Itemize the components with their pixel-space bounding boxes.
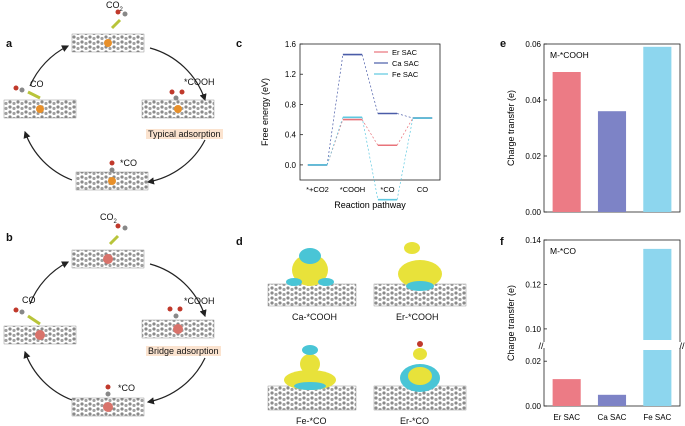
bar xyxy=(643,46,672,212)
cycle-b-cooh-label: *COOH xyxy=(184,296,215,306)
axis-break-gap xyxy=(540,342,684,348)
bar xyxy=(597,394,627,406)
cycle-b-co-star-label: *CO xyxy=(118,383,136,393)
series-connector xyxy=(326,54,344,165)
legend-entry: Ca SAC xyxy=(392,59,420,68)
x-axis-label: Reaction pathway xyxy=(334,200,406,210)
bar xyxy=(552,72,581,212)
x-tick-label: Er SAC xyxy=(553,413,580,422)
x-tick-label: Ca SAC xyxy=(598,413,627,422)
y-tick-label: 0.14 xyxy=(525,236,541,245)
series-connector xyxy=(396,117,414,200)
charge-label-er-co: Er-*CO xyxy=(400,416,429,426)
y-tick-label: 1.6 xyxy=(285,40,297,49)
y-tick-label: 0.8 xyxy=(285,100,297,109)
cycle-a-cooh-label: *COOH xyxy=(184,77,215,87)
y-axis-label: Charge transfer (e) xyxy=(506,90,516,166)
series-connector xyxy=(361,119,379,146)
legend-entry: Fe SAC xyxy=(392,70,419,79)
cycle-b-co2-label: CO2 xyxy=(100,212,117,225)
panel-label-a: a xyxy=(6,38,13,50)
series-connector xyxy=(326,119,344,166)
y-tick-label: 0.02 xyxy=(525,357,541,366)
cycle-b-mode-label: Bridge adsorption xyxy=(146,346,221,356)
charge-label-er-cooh: Er-*COOH xyxy=(396,312,439,322)
legend-entry: Er SAC xyxy=(392,48,418,57)
metal-atoms xyxy=(35,254,183,412)
y-tick-label: 0.12 xyxy=(525,280,541,289)
axis-break-mark: // xyxy=(538,341,544,351)
bar xyxy=(643,248,672,340)
charge-density-images xyxy=(267,242,467,411)
charge-label-fe-co: Fe-*CO xyxy=(296,416,327,426)
charge-density-ca-cooh xyxy=(267,248,357,307)
y-tick-label: 0.00 xyxy=(525,208,541,217)
charge-density-er-co xyxy=(373,341,467,411)
y-tick-label: 0.02 xyxy=(525,152,541,161)
y-tick-label: 0.4 xyxy=(285,131,297,140)
panel-label-b: b xyxy=(6,232,13,244)
catalytic-cycle-a xyxy=(3,9,215,191)
x-tick-label: Fe SAC xyxy=(643,413,671,422)
x-tick-label: *COOH xyxy=(340,185,365,194)
metal-atoms xyxy=(36,39,182,185)
cycle-b-co-label: CO xyxy=(22,295,36,305)
plot-frame xyxy=(299,43,441,181)
axis-break-mark: // xyxy=(679,341,685,351)
y-tick-label: 1.2 xyxy=(285,70,297,79)
bar xyxy=(597,111,627,212)
series-connector xyxy=(397,113,413,119)
y-tick-label: 0.00 xyxy=(525,402,541,411)
y-tick-label: 0.0 xyxy=(285,161,297,170)
cycle-a-mode-label: Typical adsorption xyxy=(146,129,223,139)
charge-density-er-cooh xyxy=(373,242,467,307)
series-connector xyxy=(361,117,379,200)
cycle-a-co-star-label: *CO xyxy=(120,158,138,168)
x-tick-label: CO xyxy=(417,185,428,194)
cycle-a-co-label: CO xyxy=(30,79,44,89)
y-tick-label: 0.06 xyxy=(525,40,541,49)
panel-label-c: c xyxy=(236,38,243,50)
bar xyxy=(643,350,672,406)
panel-label-d: d xyxy=(236,236,243,248)
y-axis-label: Free energy (eV) xyxy=(260,78,270,146)
chart-title: M-*COOH xyxy=(550,50,589,60)
series-connector xyxy=(326,117,344,165)
y-tick-label: 0.04 xyxy=(525,96,541,105)
charge-density-fe-co xyxy=(267,345,357,411)
series-connector xyxy=(396,117,414,146)
bar xyxy=(552,379,581,406)
x-tick-label: *CO xyxy=(380,185,394,194)
cycle-a-co2-label: CO2 xyxy=(106,0,123,13)
catalytic-cycle-b xyxy=(3,223,215,417)
x-tick-label: *+CO2 xyxy=(306,185,329,194)
panel-label-f: f xyxy=(500,236,504,248)
panel-label-e: e xyxy=(500,38,507,50)
chart-title: M-*CO xyxy=(550,246,576,256)
y-tick-label: 0.10 xyxy=(525,325,541,334)
y-axis-label: Charge transfer (e) xyxy=(506,285,516,361)
charge-label-ca-cooh: Ca-*COOH xyxy=(292,312,338,322)
adsorbates xyxy=(13,223,183,397)
adsorbates xyxy=(13,9,185,173)
